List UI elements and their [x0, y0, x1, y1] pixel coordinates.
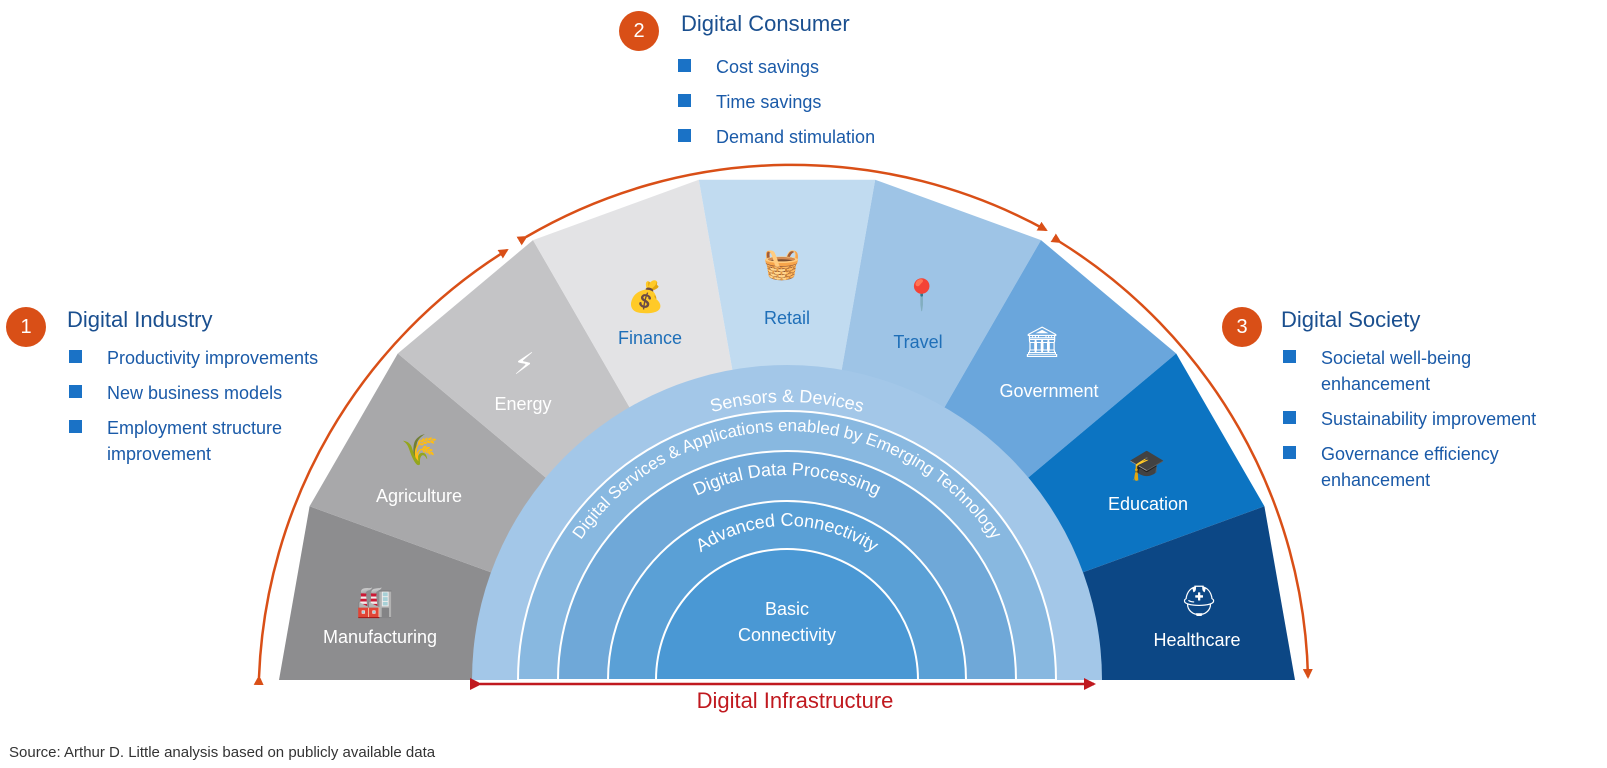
digital-infrastructure-label: Digital Infrastructure — [697, 688, 894, 713]
badge-1: 1 — [6, 307, 46, 347]
layer-basic-connectivity — [654, 548, 920, 681]
money-bag-icon: 💰 — [627, 279, 664, 315]
sector-label-government: Government — [999, 381, 1098, 401]
bullet-square-icon — [678, 94, 691, 107]
basic-connectivity-line2: Connectivity — [738, 625, 836, 645]
badge-2: 2 — [619, 11, 659, 51]
bullet-item: New business models — [69, 380, 369, 406]
society-arc-arrow — [1050, 233, 1313, 679]
bullet-square-icon — [69, 420, 82, 433]
bullet-square-icon — [678, 59, 691, 72]
sector-label-agriculture: Agriculture — [376, 486, 462, 506]
bullet-square-icon — [69, 385, 82, 398]
bullet-item: Cost savings — [678, 54, 978, 80]
bullet-item: Demand stimulation — [678, 124, 978, 150]
sector-label-travel: Travel — [893, 332, 942, 352]
digital-consumer-bullets: Cost savings Time savings Demand stimula… — [678, 54, 978, 159]
sector-label-education: Education — [1108, 494, 1188, 514]
digital-industry-title: Digital Industry — [67, 307, 213, 332]
source-note: Source: Arthur D. Little analysis based … — [9, 744, 436, 761]
sector-label-healthcare: Healthcare — [1153, 630, 1240, 650]
sector-label-finance: Finance — [618, 328, 682, 348]
bullet-square-icon — [678, 129, 691, 142]
lightning-icon: ⚡ — [513, 347, 534, 382]
wheat-icon: 🌾 — [401, 433, 438, 468]
factory-icon: 🏭 — [356, 585, 393, 620]
graduation-cap-icon: 🎓 — [1128, 448, 1165, 483]
basic-connectivity-line1: Basic — [765, 599, 809, 619]
digital-society-bullets: Societal well-being enhancement Sustaina… — [1283, 345, 1573, 502]
medical-kit-icon: ⛑ — [1180, 584, 1218, 619]
bullet-item: Time savings — [678, 89, 978, 115]
bullet-square-icon — [69, 350, 82, 363]
route-icon: 📍 — [903, 277, 940, 313]
consumer-arc-arrow — [516, 163, 1048, 246]
building-icon: 🏛 — [1023, 325, 1061, 360]
sector-label-retail: Retail — [764, 308, 810, 328]
sector-label-manufacturing: Manufacturing — [323, 627, 437, 647]
digital-consumer-title: Digital Consumer — [681, 11, 850, 36]
bullet-item: Employment structure improvement — [69, 415, 327, 467]
basket-icon: 🧺 — [763, 247, 800, 282]
sector-label-energy: Energy — [494, 394, 551, 414]
industry-arc-arrow — [253, 248, 509, 686]
